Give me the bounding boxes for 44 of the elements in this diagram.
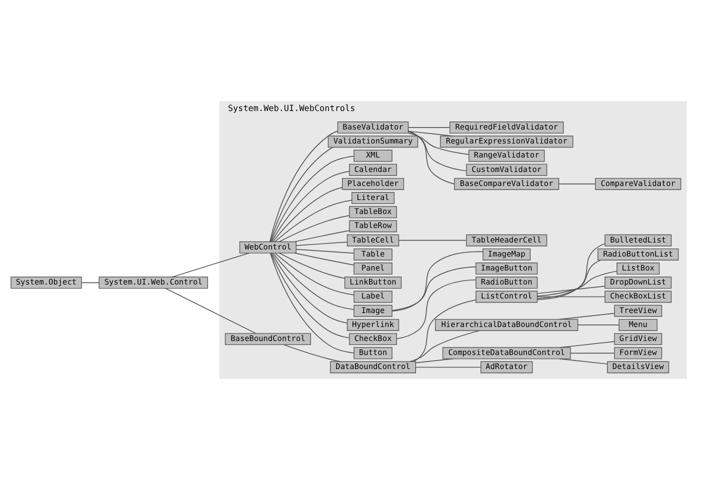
connector bbox=[537, 296, 606, 298]
connector bbox=[274, 200, 352, 242]
connector bbox=[408, 132, 470, 155]
connector bbox=[392, 251, 484, 312]
connector bbox=[413, 300, 476, 362]
connector bbox=[270, 156, 354, 242]
connector bbox=[270, 252, 350, 338]
connector bbox=[398, 240, 467, 241]
connector bbox=[410, 330, 480, 362]
connector bbox=[396, 279, 476, 340]
connector bbox=[274, 252, 354, 296]
connector bbox=[537, 286, 606, 294]
connector bbox=[284, 344, 341, 362]
connector bbox=[269, 130, 338, 242]
connector bbox=[172, 252, 250, 278]
connector bbox=[570, 352, 615, 354]
connector bbox=[81, 282, 100, 284]
connector bbox=[559, 341, 615, 348]
connector bbox=[296, 242, 348, 246]
connector bbox=[278, 252, 346, 279]
connector bbox=[559, 312, 615, 320]
connector bbox=[278, 215, 350, 242]
connector bbox=[270, 146, 334, 242]
connector bbox=[271, 252, 348, 324]
connector bbox=[294, 252, 354, 266]
connector bbox=[537, 270, 618, 297]
connector bbox=[272, 186, 343, 242]
connector bbox=[415, 366, 482, 368]
connector bbox=[537, 243, 606, 300]
connector bbox=[415, 358, 454, 364]
connector bbox=[296, 248, 354, 254]
connector bbox=[577, 324, 620, 326]
connector bbox=[270, 252, 354, 354]
connector bbox=[408, 127, 450, 128]
connector bbox=[559, 358, 608, 364]
connector bbox=[165, 288, 256, 334]
connector bbox=[408, 130, 455, 184]
connector bbox=[294, 230, 350, 242]
connector bbox=[271, 170, 350, 242]
connector bbox=[408, 131, 467, 172]
connector bbox=[272, 252, 354, 310]
connector bbox=[408, 130, 454, 136]
connector bbox=[392, 266, 476, 311]
connector bbox=[537, 260, 601, 299]
